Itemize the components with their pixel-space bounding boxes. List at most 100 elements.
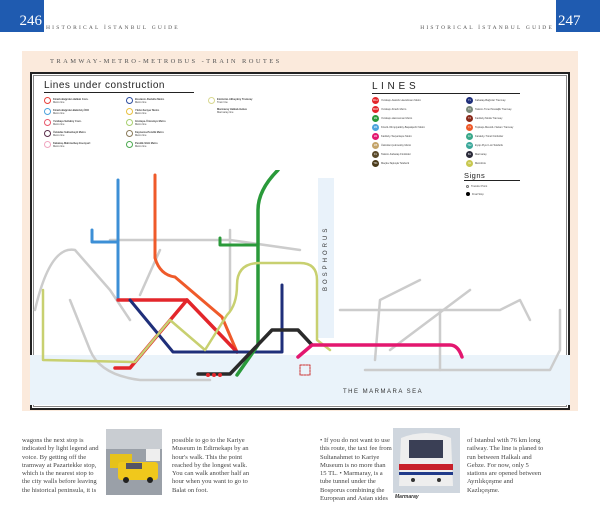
line-ring-icon <box>126 97 133 104</box>
taxi-photo <box>106 429 162 495</box>
body-text-col2: possible to go to the Kariye Museum in E… <box>172 437 250 494</box>
suburban-lines <box>33 228 562 382</box>
line-badge-icon: M4 <box>372 133 379 140</box>
line-badge-icon: T3 <box>466 115 473 122</box>
line-t1 <box>128 283 284 354</box>
construction-name: Marmaray Halkalı-Gebze <box>217 108 247 111</box>
line-badge-icon: M1B <box>372 106 379 113</box>
construction-sub: Metro line <box>53 100 65 104</box>
line-label: Kadıköy-Tavşantepe Metro <box>381 135 412 138</box>
construction-sub: Metro line <box>135 100 147 104</box>
line-ring-icon <box>44 97 51 104</box>
construction-label: Kirazlı-Bağcılar-Halkalı Com.Metro line <box>53 98 88 104</box>
photo-caption: Marmaray <box>395 494 419 500</box>
line-badge-icon: TF2 <box>466 142 473 149</box>
line-badge-icon: M5 <box>372 142 379 149</box>
line-m3-branch <box>90 228 120 244</box>
signs-title: Signs <box>464 171 520 181</box>
line-label: Taksim-Tünel Nostaljik Tramvay <box>475 108 512 111</box>
line-badge-icon: 34 <box>466 160 473 167</box>
line-metrobus <box>41 261 332 364</box>
line-badge-icon: T4 <box>466 124 473 131</box>
line-label: Karaköy-Tünel Füniküler <box>475 135 504 138</box>
line-ring-icon <box>126 108 133 115</box>
map-title: TRAMWAY-METRO-METROBUS -TRAIN ROUTES <box>50 58 282 65</box>
construction-sub: Tram line <box>217 100 228 104</box>
line-m6 <box>218 236 260 247</box>
line-badge-icon: T2 <box>466 106 473 113</box>
station-dot <box>218 373 222 377</box>
line-ring-icon <box>126 130 133 137</box>
sign-final: Final Stop <box>466 192 484 196</box>
body-text-col4: of Istanbul with 76 km long railway. The… <box>467 437 544 494</box>
line-label: Yenikapı-Hacıosman Metro <box>381 117 413 120</box>
line-ring-icon <box>44 141 51 148</box>
line-label: Topkapı-Mescid-i Selam Tramvay <box>475 126 514 129</box>
line-label: Metrobüs <box>475 162 486 165</box>
terminal-marker <box>299 364 311 376</box>
line-label: Kabataş-Bağcılar Tramvay <box>475 99 506 102</box>
line-label: Eyüp-Piyer Loti Teleferik <box>475 144 503 147</box>
running-head-right: HISTORICAL İSTANBUL GUIDE <box>420 25 554 31</box>
line-label: Taksim-Kabataş Füniküler <box>381 153 411 156</box>
line-ring-icon <box>44 108 51 115</box>
line-label: Üsküdar-Çekmeköy Metro <box>381 144 412 147</box>
line-ring-icon <box>44 130 51 137</box>
construction-sub: Marmaray line <box>217 111 234 114</box>
line-label: Kirazlı-Olimpiyatköy-Başakşehir Metro <box>381 126 425 129</box>
page-number-right: 247 <box>556 0 600 32</box>
construction-sub: Metro line <box>53 111 65 115</box>
sign-transfer: Transfer Point <box>466 185 487 188</box>
line-badge-icon: B1 <box>466 151 473 158</box>
transfer-icon <box>466 185 469 188</box>
line-ring-icon <box>126 141 133 148</box>
line-ring-icon <box>126 119 133 126</box>
construction-name: Üsküdar-Sultanbeyli Metro <box>53 130 86 134</box>
line-badge-icon: M3 <box>372 124 379 131</box>
sea-label: THE MARMARA SEA <box>343 389 424 395</box>
construction-sub: Metro line <box>53 133 65 137</box>
line-badge-icon: TF1 <box>372 160 379 167</box>
construction-name: Kabataş-Mahmutbey-Esenyurt <box>53 141 91 145</box>
construction-name: Eminönü-Alibeyköy Tramvay <box>217 97 253 101</box>
line-label: Yenikapı-Kirazlı Metro <box>381 108 407 111</box>
transit-map <box>30 170 570 405</box>
construction-name: Kaynarca-Pendik Metro <box>135 130 164 134</box>
station-dot <box>212 373 216 377</box>
marmaray-photo <box>393 428 460 493</box>
page-number-left: 246 <box>0 0 44 32</box>
line-badge-icon: F1 <box>372 151 379 158</box>
line-label: Yenikapı-Atatürk Havalimanı Metro <box>381 99 421 102</box>
construction-name: Pendik-SGH Metro <box>135 141 158 145</box>
lines-title: L I N E S <box>372 81 520 94</box>
construction-name: Bostancı-Dudullu Metro <box>135 97 165 101</box>
